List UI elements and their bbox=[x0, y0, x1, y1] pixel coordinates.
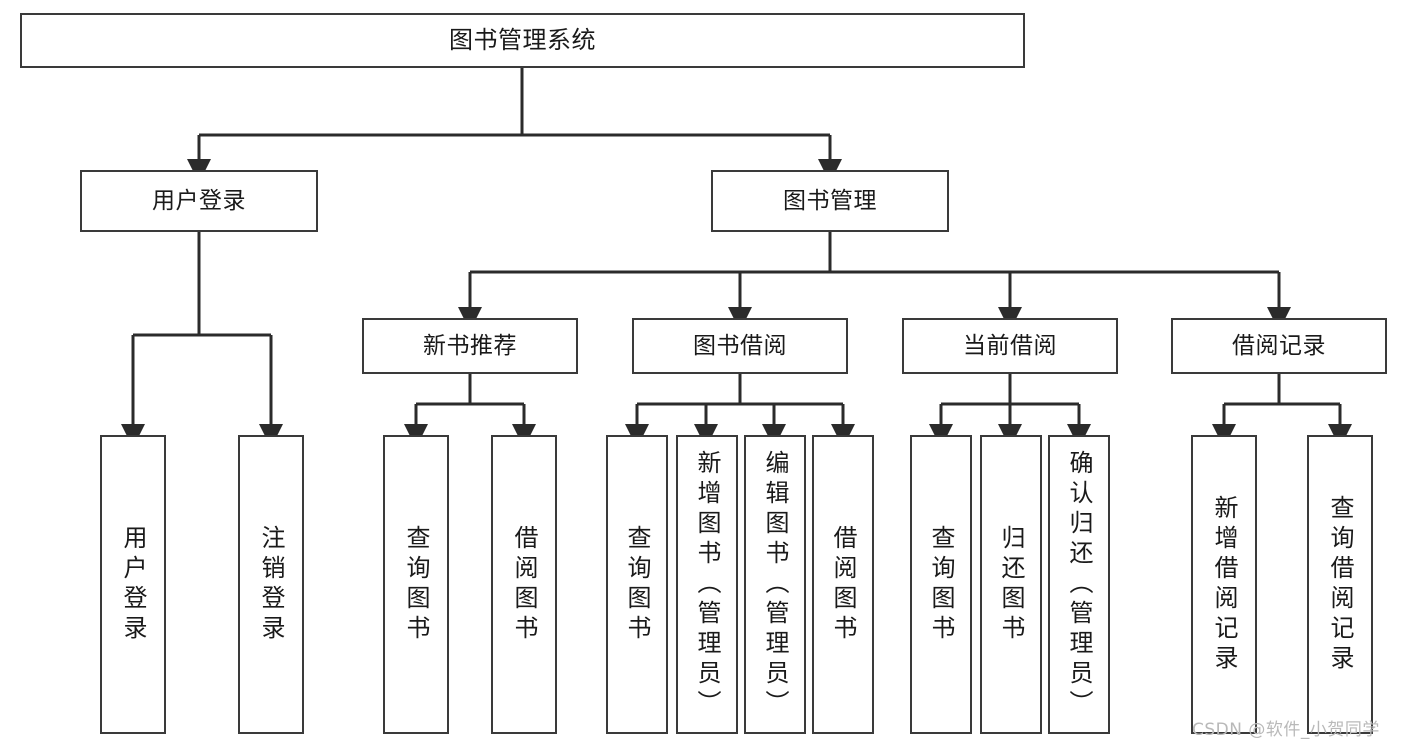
node-new-book-recommend[interactable]: 新书推荐 bbox=[362, 318, 578, 374]
node-book-borrow-label: 图书借阅 bbox=[693, 332, 787, 359]
csdn-watermark: CSDN @软件_小贺同学 bbox=[1192, 720, 1380, 740]
node-leaf-edit-book[interactable]: 编辑图书（管理员） bbox=[744, 435, 806, 734]
node-leaf-query-book-2-label: 查询图书 bbox=[623, 524, 651, 645]
node-borrow-record[interactable]: 借阅记录 bbox=[1171, 318, 1387, 374]
node-leaf-borrow-book-2-label: 借阅图书 bbox=[829, 524, 857, 645]
node-leaf-query-book-3[interactable]: 查询图书 bbox=[910, 435, 972, 734]
node-leaf-query-book-1[interactable]: 查询图书 bbox=[383, 435, 449, 734]
node-leaf-return-book-label: 归还图书 bbox=[997, 524, 1025, 645]
node-leaf-query-record-label: 查询借阅记录 bbox=[1326, 494, 1354, 675]
node-leaf-return-book[interactable]: 归还图书 bbox=[980, 435, 1042, 734]
node-leaf-borrow-book-1[interactable]: 借阅图书 bbox=[491, 435, 557, 734]
node-root[interactable]: 图书管理系统 bbox=[20, 13, 1025, 68]
node-borrow-record-label: 借阅记录 bbox=[1232, 332, 1326, 359]
node-new-book-recommend-label: 新书推荐 bbox=[423, 332, 517, 359]
node-leaf-borrow-book-1-label: 借阅图书 bbox=[510, 524, 538, 645]
node-book-borrow[interactable]: 图书借阅 bbox=[632, 318, 848, 374]
node-leaf-confirm-return-label: 确认归还（管理员） bbox=[1065, 449, 1093, 720]
node-leaf-user-login-label: 用户登录 bbox=[119, 524, 147, 645]
node-leaf-query-book-1-label: 查询图书 bbox=[402, 524, 430, 645]
node-leaf-query-book-2[interactable]: 查询图书 bbox=[606, 435, 668, 734]
node-root-label: 图书管理系统 bbox=[449, 25, 596, 54]
node-leaf-add-book[interactable]: 新增图书（管理员） bbox=[676, 435, 738, 734]
node-book-management-label: 图书管理 bbox=[783, 187, 877, 214]
node-current-borrow-label: 当前借阅 bbox=[963, 332, 1057, 359]
node-leaf-add-book-label: 新增图书（管理员） bbox=[693, 449, 721, 720]
node-leaf-add-record-label: 新增借阅记录 bbox=[1210, 494, 1238, 675]
node-leaf-logout-label: 注销登录 bbox=[257, 524, 285, 645]
node-leaf-query-record[interactable]: 查询借阅记录 bbox=[1307, 435, 1373, 734]
node-user-login-label: 用户登录 bbox=[152, 187, 246, 214]
node-leaf-add-record[interactable]: 新增借阅记录 bbox=[1191, 435, 1257, 734]
node-leaf-confirm-return[interactable]: 确认归还（管理员） bbox=[1048, 435, 1110, 734]
node-leaf-user-login[interactable]: 用户登录 bbox=[100, 435, 166, 734]
node-leaf-edit-book-label: 编辑图书（管理员） bbox=[761, 449, 789, 720]
node-leaf-query-book-3-label: 查询图书 bbox=[927, 524, 955, 645]
node-book-management[interactable]: 图书管理 bbox=[711, 170, 949, 232]
node-leaf-borrow-book-2[interactable]: 借阅图书 bbox=[812, 435, 874, 734]
node-leaf-logout[interactable]: 注销登录 bbox=[238, 435, 304, 734]
node-user-login[interactable]: 用户登录 bbox=[80, 170, 318, 232]
node-current-borrow[interactable]: 当前借阅 bbox=[902, 318, 1118, 374]
